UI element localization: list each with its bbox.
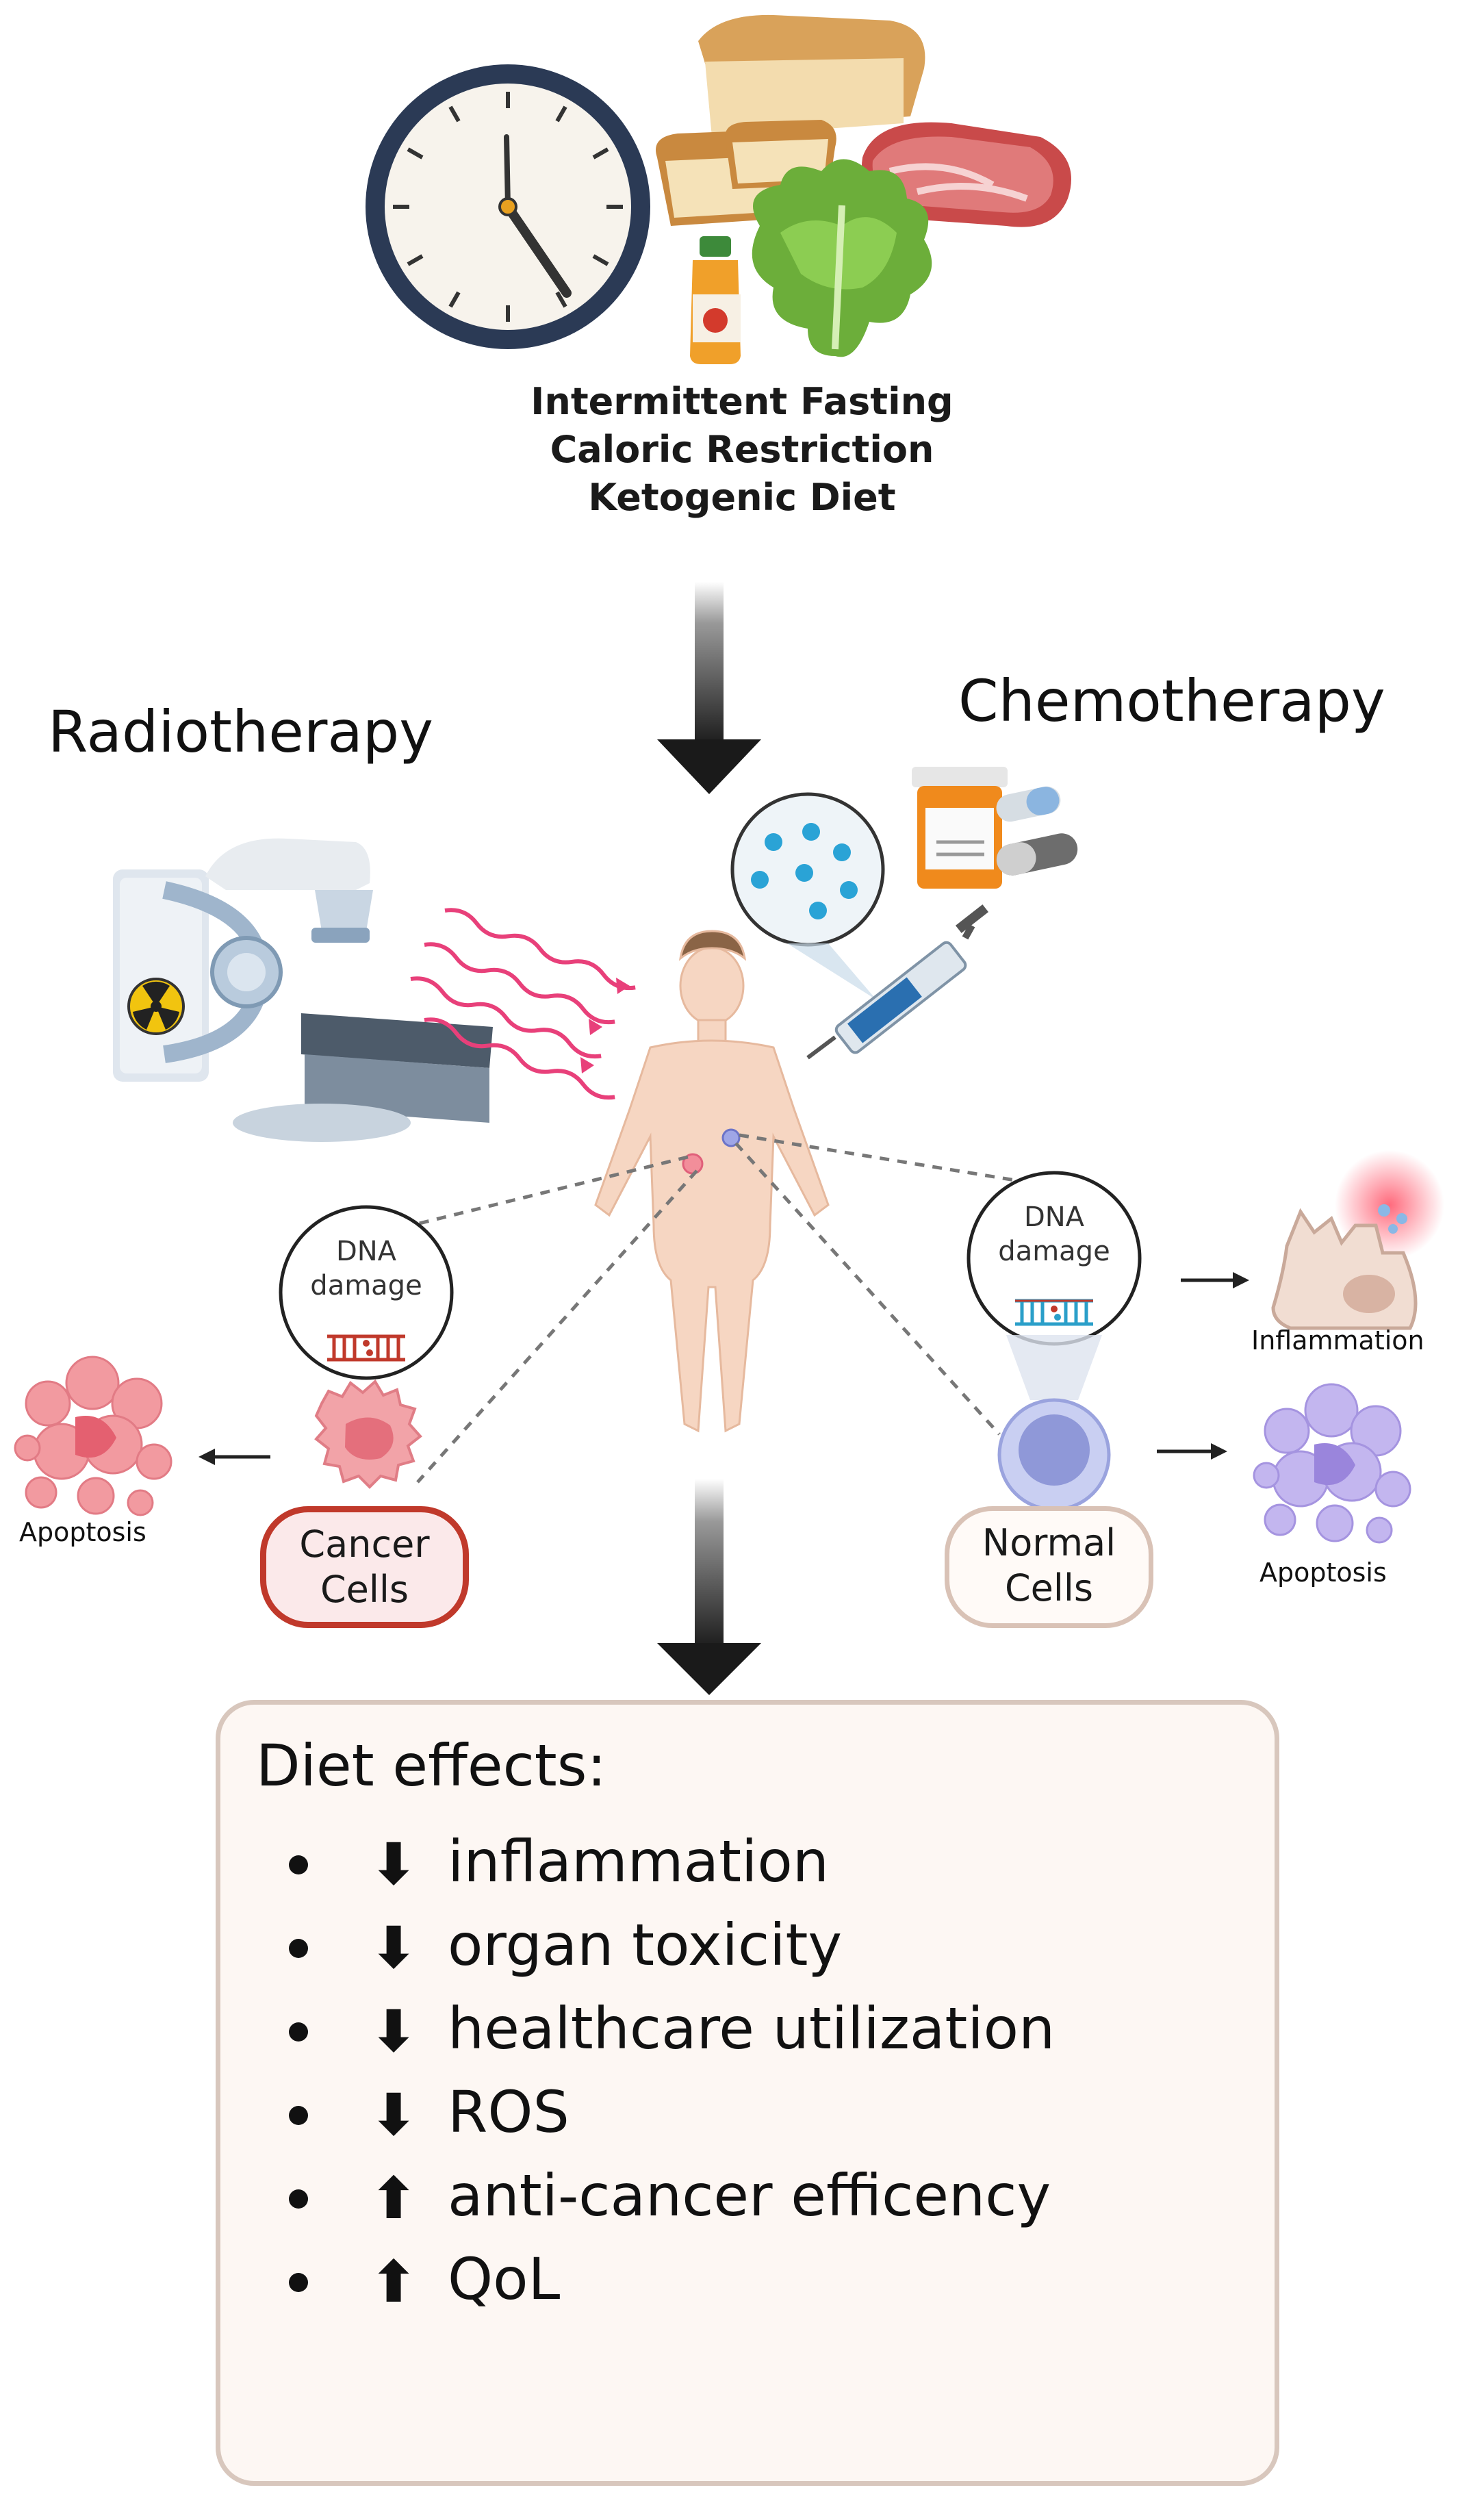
connector-lines [383, 1133, 1041, 1484]
bullet-icon [289, 2189, 308, 2209]
bullet-icon [289, 2273, 308, 2292]
diet-effects-box: Diet effects: ⬇inflammation ⬇organ toxic… [216, 1700, 1279, 2486]
dna-damage-label-right: DNA damage [998, 1201, 1110, 1267]
apoptosis-label-left: Apoptosis [19, 1517, 146, 1547]
inflammation-label: Inflammation [1251, 1325, 1424, 1356]
cancer-cells-pill: Cancer Cells [260, 1506, 469, 1628]
cancer-cell-icon [314, 1379, 422, 1489]
chemotherapy-label: Chemotherapy [958, 667, 1385, 735]
bullet-icon [289, 1939, 308, 1958]
normal-cells-line1: Normal [982, 1521, 1116, 1564]
capsules-icon [996, 786, 1078, 876]
bullet-icon [289, 2106, 308, 2125]
dna-damage-label-left: DNA damage [310, 1236, 422, 1301]
radiation-waves-icon [410, 908, 636, 1100]
syringe-icon [806, 904, 989, 1060]
bullet-icon [289, 2022, 308, 2042]
arrow-to-apoptosis-right [1157, 1443, 1227, 1460]
normal-tissue-hotspot [721, 1128, 741, 1147]
lettuce-icon [752, 159, 932, 357]
normal-cells-line2: Cells [1004, 1566, 1094, 1610]
cancer-cells-line2: Cells [320, 1568, 409, 1611]
human-body-icon [594, 930, 830, 1433]
normal-cells-pill: Normal Cells [945, 1506, 1153, 1628]
dna-damage-bubble-left [279, 1205, 454, 1380]
inflammation-cell-icon [1271, 1150, 1444, 1330]
diet-effects-title: Diet effects: [256, 1732, 606, 1799]
up-arrow-icon: ⬆ [370, 2248, 418, 2315]
cancer-cells-line1: Cancer [299, 1523, 430, 1566]
normal-cell-icon [997, 1398, 1111, 1512]
diet-ketogenic: Ketogenic Diet [588, 476, 896, 519]
radiotherapy-machine-icon [113, 838, 493, 1142]
apoptosis-cell-left-icon [14, 1356, 172, 1516]
arrow-to-apoptosis-left [199, 1449, 270, 1465]
up-arrow-icon: ⬆ [370, 2165, 418, 2232]
apoptosis-cell-right-icon [1253, 1383, 1411, 1544]
arrow-diet-to-therapy [657, 582, 761, 794]
down-arrow-icon: ⬇ [370, 1998, 418, 2065]
diet-caloric-restriction: Caloric Restriction [550, 428, 934, 471]
drug-molecules-icon [730, 792, 885, 1000]
dna-damage-bubble-right [967, 1171, 1142, 1346]
radiotherapy-label: Radiotherapy [48, 698, 433, 765]
diet-illustration [366, 14, 1071, 364]
pill-bottle-icon [912, 767, 1008, 889]
down-arrow-icon: ⬇ [370, 2081, 418, 2148]
clock-icon [366, 64, 650, 349]
down-arrow-icon: ⬇ [370, 1914, 418, 1981]
bubble-cone-right [1006, 1335, 1102, 1400]
diet-intermittent-fasting: Intermittent Fasting [530, 380, 954, 423]
apoptosis-label-right: Apoptosis [1259, 1557, 1387, 1588]
treatment-diagram [14, 582, 1444, 1695]
bullet-icon [289, 1855, 308, 1874]
juice-bottle-icon [690, 236, 741, 364]
arrow-to-inflammation [1181, 1272, 1249, 1288]
arrow-therapy-to-effects [657, 1479, 761, 1695]
dna-icon [327, 1334, 405, 1362]
down-arrow-icon: ⬇ [370, 1831, 418, 1898]
